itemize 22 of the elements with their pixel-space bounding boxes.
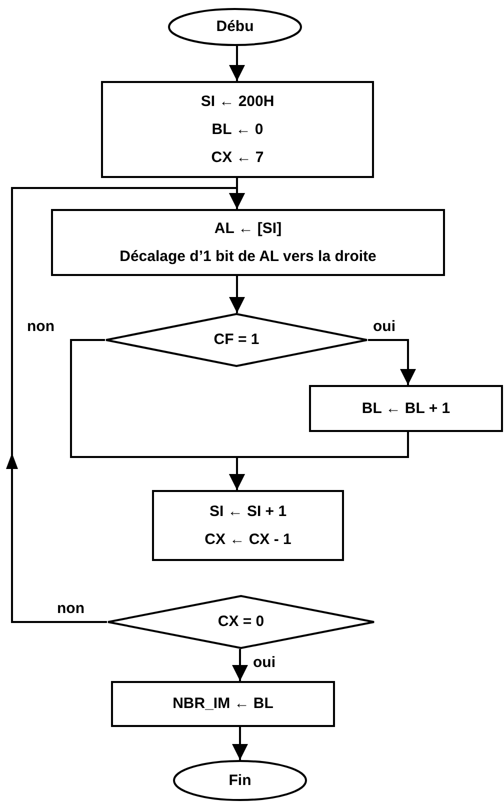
node-text: SI ← SI + 1 — [209, 502, 287, 522]
node-text: NBR_IM ← BL — [172, 694, 274, 714]
node-text: AL ← [SI] — [214, 218, 282, 238]
process-box — [51, 209, 445, 276]
terminal-ellipse — [168, 8, 302, 46]
decision-diamond — [107, 595, 375, 649]
node-text: Débu — [216, 17, 254, 37]
decision-diamond — [105, 313, 368, 367]
node-text: CX ← 7 — [211, 148, 264, 168]
process-box — [101, 81, 374, 178]
node-text: CF = 1 — [214, 330, 260, 350]
process-box — [152, 490, 344, 561]
node-text: CX ← CX - 1 — [204, 530, 292, 550]
node-text: BL ← BL + 1 — [362, 398, 450, 418]
process-box — [111, 681, 335, 727]
node-text: Fin — [228, 770, 252, 790]
node-text: CX = 0 — [218, 612, 264, 632]
process-box — [309, 385, 503, 432]
node-text: BL ← 0 — [212, 120, 264, 140]
node-text: SI ← 200H — [200, 92, 274, 112]
terminal-ellipse — [173, 760, 307, 801]
node-text: Décalage d’1 bit de AL vers la droite — [120, 246, 376, 266]
